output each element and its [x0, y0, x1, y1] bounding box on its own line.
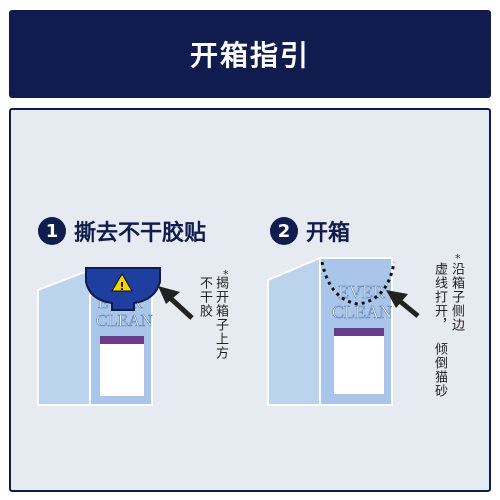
note-marker-1: * — [223, 268, 229, 281]
step-2-note-col3: 倾倒猫砂 — [432, 342, 447, 398]
svg-text:CLEAN: CLEAN — [332, 302, 392, 322]
note-marker-2: * — [455, 252, 461, 265]
brand-mark-2: EVER — [338, 282, 385, 302]
step-1-heading: 1 撕去不干胶贴 — [38, 215, 206, 247]
svg-text:CLEAN: CLEAN — [96, 311, 153, 330]
page-title: 开箱指引 — [189, 39, 310, 72]
step-2-note-col1: 沿箱子侧边 — [449, 262, 464, 332]
step-1-note-col1: 揭开箱子上方 — [213, 276, 228, 360]
step-1-label: 撕去不干胶贴 — [74, 221, 207, 246]
step-2-number: 2 — [270, 217, 298, 245]
step-1-number: 1 — [38, 217, 66, 245]
step-2-label: 开箱 — [306, 221, 351, 246]
step-1-note-col2: 不干胶 — [197, 276, 212, 318]
svg-text:!: ! — [119, 280, 124, 293]
step-2-heading: 2 开箱 — [270, 215, 350, 247]
title-banner: 开箱指引 — [9, 10, 491, 98]
step-2-note-col2: 虚线打开， — [432, 262, 447, 332]
